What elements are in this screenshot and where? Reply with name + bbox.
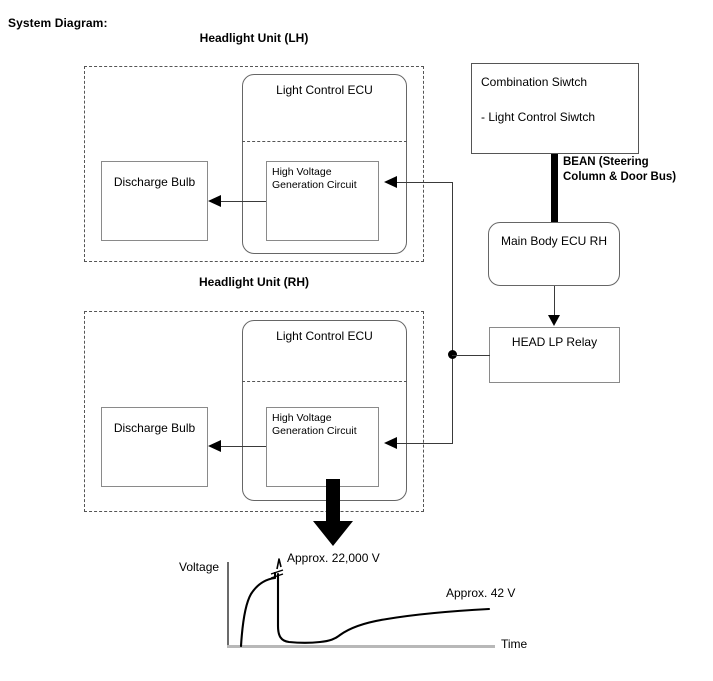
connector-relay-to-hv-lh [397,182,452,183]
discharge-bulb-rh-label: Discharge Bulb [113,421,196,435]
headlight-unit-rh-caption: Headlight Unit (RH) [199,275,309,289]
connector-ecu-to-relay [554,286,555,316]
arrow-relay-to-hv-rh [384,437,397,449]
chart-y-axis [227,562,229,646]
high-voltage-generation-circuit-lh-label: High Voltage Generation Circuit [272,166,382,192]
page-title: System Diagram: [8,16,108,30]
bean-bus-label-line2: Column & Door Bus) [563,171,677,183]
connector-hv-to-bulb-lh [221,201,266,202]
chart-x-axis [227,645,495,648]
light-control-ecu-lh-divider [242,141,407,142]
arrow-hv-to-bulb-rh [208,440,221,452]
chart-waveform-trace [239,558,491,648]
bean-bus-label-line1: BEAN (Steering [563,156,649,168]
light-control-ecu-lh-label: Light Control ECU [276,83,373,97]
connector-hv-to-bulb-rh [221,446,266,447]
bean-bus-line [551,154,558,222]
connector-relay-to-bus [452,355,490,356]
annotation-steady-voltage: Approx. 42 V [446,586,516,600]
main-body-ecu-rh-label: Main Body ECU RH [500,234,608,248]
hv-lh-line1: High Voltage [272,166,332,178]
discharge-bulb-lh-label: Discharge Bulb [113,175,196,189]
bean-bus-label: BEAN (Steering Column & Door Bus) [563,155,713,185]
combination-switch-item-light-control: - Light Control Siwtch [481,110,596,124]
combination-switch-title: Combination Siwtch [481,75,588,89]
connector-power-distribution-bus [452,182,453,444]
hv-lh-line2: Generation Circuit [272,179,357,191]
hv-rh-line2: Generation Circuit [272,425,357,437]
chart-xlabel: Time [501,637,528,651]
main-body-ecu-rh[interactable] [488,222,620,286]
light-control-ecu-rh-label: Light Control ECU [276,329,373,343]
combination-switch-box[interactable] [471,63,639,154]
high-voltage-generation-circuit-lh[interactable] [266,161,379,241]
discharge-bulb-lh[interactable] [101,161,208,241]
connector-relay-to-hv-rh [397,443,452,444]
flow-arrow-to-waveform [313,479,353,546]
head-lp-relay-label: HEAD LP Relay [511,335,598,349]
headlight-unit-lh-container [84,66,424,262]
arrow-relay-to-hv-lh [384,176,397,188]
high-voltage-generation-circuit-rh-label: High Voltage Generation Circuit [272,412,382,438]
discharge-bulb-rh[interactable] [101,407,208,487]
chart-ylabel: Voltage [179,560,220,574]
hv-rh-line1: High Voltage [272,412,332,424]
high-voltage-generation-circuit-rh[interactable] [266,407,379,487]
headlight-unit-rh-container [84,311,424,512]
arrow-ecu-to-relay [548,315,560,326]
arrow-hv-to-bulb-lh [208,195,221,207]
annotation-peak-voltage: Approx. 22,000 V [287,551,380,565]
junction-dot [448,350,457,359]
light-control-ecu-rh-divider [242,381,407,382]
headlight-unit-lh-caption: Headlight Unit (LH) [199,31,309,45]
